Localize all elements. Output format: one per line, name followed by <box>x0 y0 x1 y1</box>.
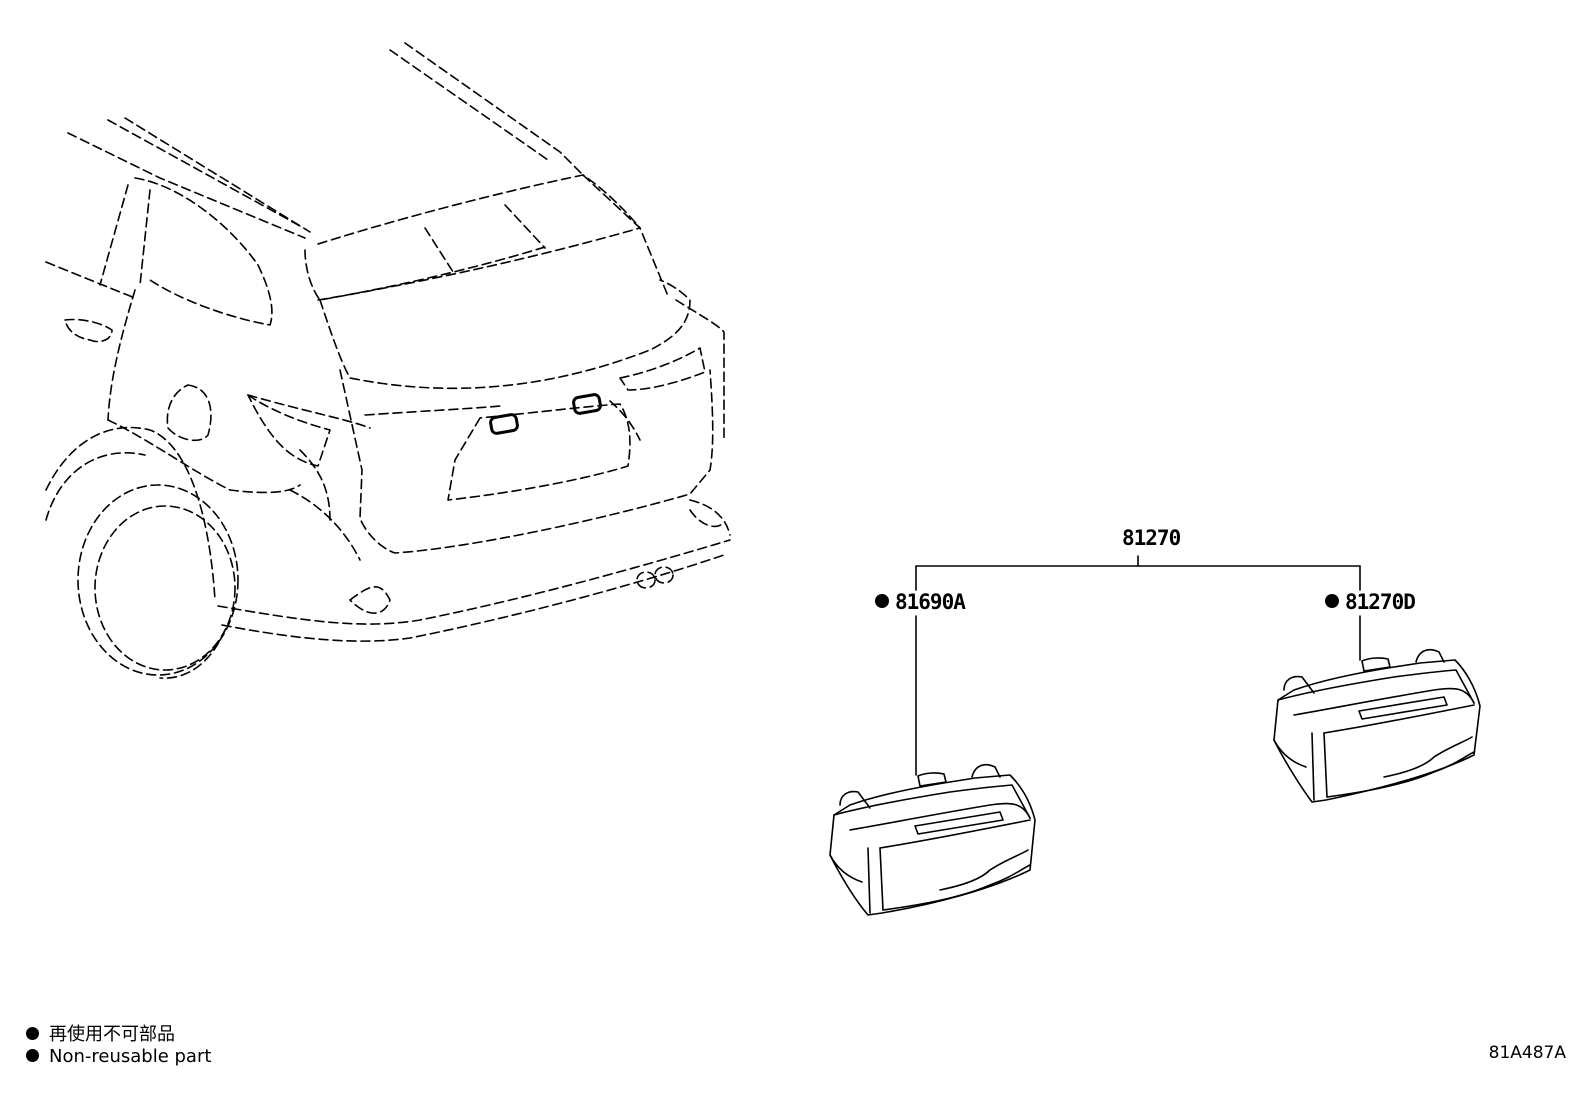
non-reusable-marker <box>1325 594 1339 608</box>
license-lamp-right <box>1273 648 1481 803</box>
callout-left-part: 81690A <box>875 590 966 614</box>
legend-bullet-icon <box>26 1027 39 1040</box>
legend-bullet-icon <box>26 1049 39 1062</box>
non-reusable-marker <box>875 594 889 608</box>
illustration-code: 81A487A <box>1488 1043 1566 1063</box>
callout-right-part: 81270D <box>1325 590 1416 614</box>
legend-japanese-text: 再使用不可部品 <box>49 1024 175 1045</box>
legend-english-text: Non-reusable part <box>49 1046 212 1067</box>
license-lamp-locations <box>489 393 602 435</box>
callout-right-part-number: 81270D <box>1345 590 1416 614</box>
vehicle-rear-view <box>45 42 731 679</box>
callout-assembly: 81270 <box>1122 526 1181 550</box>
callout-left-part-number: 81690A <box>895 590 966 614</box>
legend-japanese: 再使用不可部品 <box>26 1020 175 1046</box>
legend-english: Non-reusable part <box>26 1046 211 1067</box>
callout-leaders <box>915 555 1361 776</box>
license-lamp-left <box>829 763 1036 916</box>
